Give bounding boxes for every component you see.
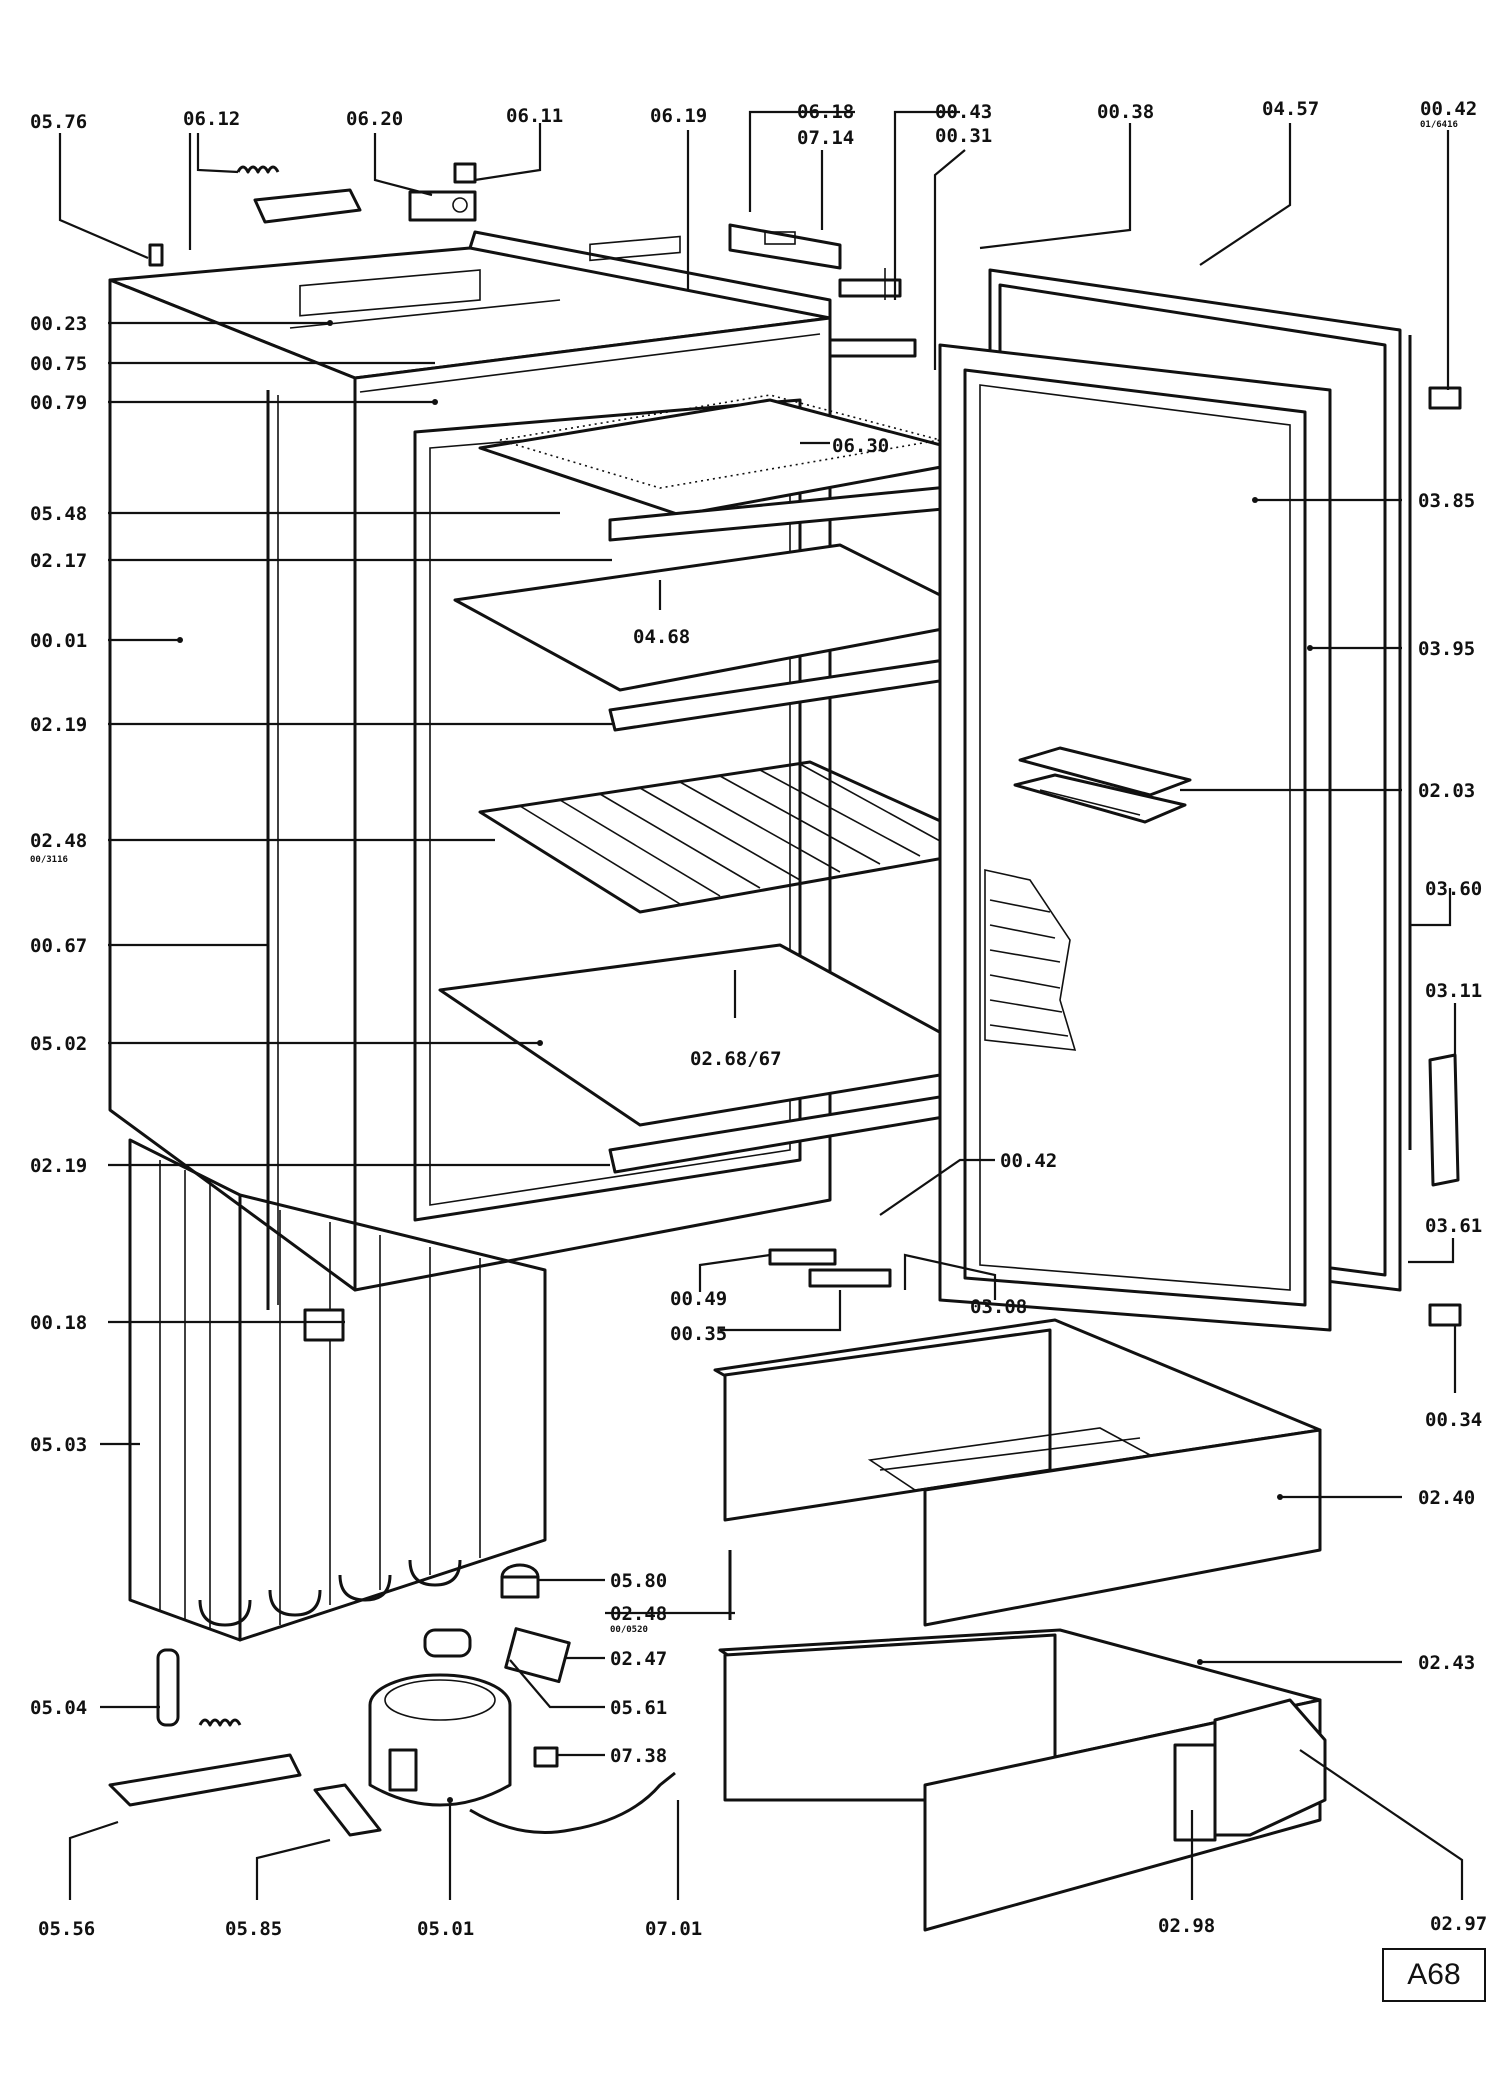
compressor-05-01 <box>368 1673 512 1807</box>
label-00-42-mid: 00.42 <box>1000 1150 1057 1172</box>
label-03-85: 03.85 <box>1418 490 1475 512</box>
relay-05-80 <box>500 1563 540 1599</box>
crisper-02-40 <box>713 1318 1322 1627</box>
hinge-bracket-00-43 <box>828 268 917 358</box>
label-02-48-screw: 02.48 <box>610 1603 667 1625</box>
crisper-02-43 <box>718 1628 1327 1932</box>
label-03-60: 03.60 <box>1425 878 1482 900</box>
label-02-48-shelf: 02.48 <box>30 830 87 852</box>
part-number-labels: 05.76 06.12 06.20 06.11 06.19 06.18 07.1… <box>30 98 1487 1940</box>
label-06-19: 06.19 <box>650 105 707 127</box>
label-03-61: 03.61 <box>1425 1215 1482 1237</box>
sublabel-02-48-screw: 00/0520 <box>610 1625 648 1635</box>
label-00-38: 00.38 <box>1097 101 1154 123</box>
power-cord-07-01 <box>469 1771 676 1834</box>
cover-02-47 <box>504 1627 571 1684</box>
label-04-57: 04.57 <box>1262 98 1319 120</box>
hinge-part-00-42-top <box>1428 386 1462 410</box>
label-05-56: 05.56 <box>38 1918 95 1940</box>
label-02-40: 02.40 <box>1418 1487 1475 1509</box>
label-03-08: 03.08 <box>970 1296 1027 1318</box>
label-00-34: 00.34 <box>1425 1409 1482 1431</box>
label-02-98: 02.98 <box>1158 1915 1215 1937</box>
capacitor-05-61 <box>423 1628 472 1658</box>
label-06-12: 06.12 <box>183 108 240 130</box>
label-00-35: 00.35 <box>670 1323 727 1345</box>
clip-05-85 <box>313 1783 382 1837</box>
spring-06-12 <box>236 165 362 224</box>
label-04-68: 04.68 <box>633 626 690 648</box>
label-00-67: 00.67 <box>30 935 87 957</box>
hinge-bracket-00-35 <box>768 1248 892 1288</box>
leader-dots <box>177 320 1313 1803</box>
label-05-76: 05.76 <box>30 111 87 133</box>
hinge-06-18 <box>728 223 842 270</box>
leader-lines <box>58 110 1464 1900</box>
label-07-38: 07.38 <box>610 1745 667 1767</box>
label-02-17: 02.17 <box>30 550 87 572</box>
label-00-31: 00.31 <box>935 125 992 147</box>
label-02-19-upper: 02.19 <box>30 714 87 736</box>
bracket-05-56 <box>108 1753 302 1807</box>
label-06-20: 06.20 <box>346 108 403 130</box>
spring-05-04 <box>198 1718 242 1727</box>
clip-05-76 <box>148 243 164 267</box>
label-02-03: 02.03 <box>1418 780 1475 802</box>
label-05-80: 05.80 <box>610 1570 667 1592</box>
diagram-reference-tag: A68 <box>1382 1948 1486 2002</box>
label-05-48: 05.48 <box>30 503 87 525</box>
label-00-79: 00.79 <box>30 392 87 414</box>
label-00-18: 00.18 <box>30 1312 87 1334</box>
label-03-95: 03.95 <box>1418 638 1475 660</box>
label-07-14: 07.14 <box>797 127 854 149</box>
label-05-61: 05.61 <box>610 1697 667 1719</box>
label-02-19-lower: 02.19 <box>30 1155 87 1177</box>
label-00-49: 00.49 <box>670 1288 727 1310</box>
label-06-18: 06.18 <box>797 101 854 123</box>
sublabel-00-42: 01/6416 <box>1420 120 1458 130</box>
filter-drier-05-04 <box>156 1648 180 1727</box>
label-07-01: 07.01 <box>645 1918 702 1940</box>
knob-06-11 <box>453 162 477 184</box>
door-assembly <box>938 268 1412 1332</box>
label-05-03: 05.03 <box>30 1434 87 1456</box>
sublabel-02-48-shelf: 00/3116 <box>30 855 68 865</box>
label-05-01: 05.01 <box>417 1918 474 1940</box>
condenser-05-03 <box>128 1138 547 1642</box>
label-06-30: 06.30 <box>832 435 889 457</box>
label-06-11: 06.11 <box>506 105 563 127</box>
label-03-11: 03.11 <box>1425 980 1482 1002</box>
clip-07-38 <box>533 1746 559 1768</box>
label-05-04: 05.04 <box>30 1697 87 1719</box>
hinge-part-03-11 <box>1428 1053 1460 1187</box>
label-02-68-67: 02.68/67 <box>690 1048 782 1070</box>
label-02-47: 02.47 <box>610 1648 667 1670</box>
label-00-23: 00.23 <box>30 313 87 335</box>
label-00-42-top: 00.42 <box>1420 98 1477 120</box>
label-02-97: 02.97 <box>1430 1913 1487 1935</box>
label-02-43: 02.43 <box>1418 1652 1475 1674</box>
hinge-part-00-34 <box>1428 1303 1462 1327</box>
thermostat-06-20 <box>408 190 477 222</box>
label-05-02: 05.02 <box>30 1033 87 1055</box>
label-05-85: 05.85 <box>225 1918 282 1940</box>
label-00-01: 00.01 <box>30 630 87 652</box>
label-00-43: 00.43 <box>935 101 992 123</box>
egg-tray-02-03 <box>1013 746 1192 824</box>
label-00-75: 00.75 <box>30 353 87 375</box>
